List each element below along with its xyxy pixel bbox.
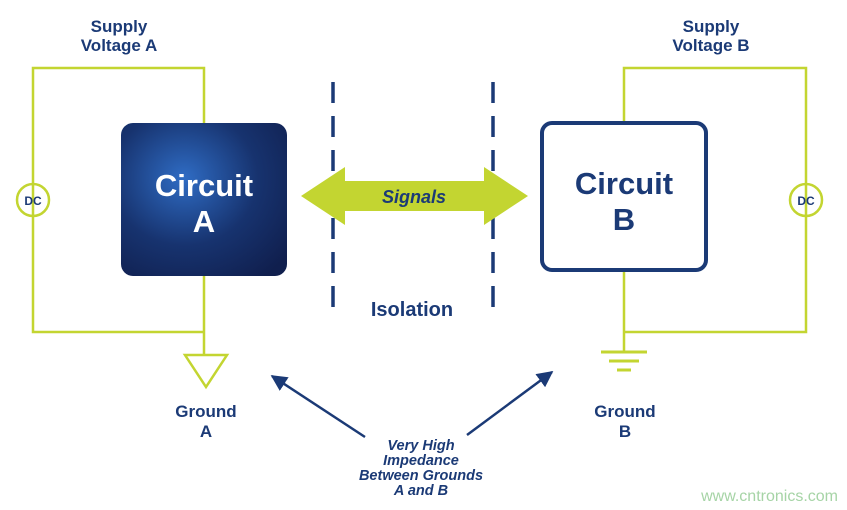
- impedance-note-line1: Very High: [387, 438, 454, 454]
- ground-a-label: Ground A: [175, 402, 236, 441]
- supply-a-wire: [31, 66, 206, 355]
- impedance-arrow-to-ground-b: [466, 370, 554, 437]
- impedance-note: Very High Impedance Between Grounds A an…: [359, 438, 483, 499]
- ground-b-symbol: [601, 350, 647, 372]
- supply-voltage-b-label: Supply Voltage B: [672, 17, 749, 55]
- dc-source-left-icon: [15, 182, 51, 218]
- ground-a-line1: Ground: [175, 402, 236, 421]
- circuit-a-label-line2: A: [193, 204, 215, 239]
- circuit-b-box: [540, 121, 708, 272]
- dc-source-right-icon: [788, 182, 824, 218]
- isolation-label: Isolation: [371, 299, 453, 321]
- dc-source-right-label: DC: [797, 194, 815, 208]
- circuit-b-label-line1: Circuit: [575, 166, 673, 201]
- impedance-note-line3: Between Grounds: [359, 468, 483, 484]
- watermark-text: www.cntronics.com: [700, 488, 838, 505]
- supply-a-line2: Voltage A: [81, 36, 158, 55]
- supply-b-line1: Supply: [683, 17, 740, 36]
- ground-a-line2: A: [200, 422, 212, 441]
- ground-b-line1: Ground: [594, 402, 655, 421]
- supply-b-line2: Voltage B: [672, 36, 749, 55]
- impedance-arrow-to-ground-a: [270, 374, 366, 439]
- dc-source-left-label: DC: [24, 194, 42, 208]
- circuit-b-label-line2: B: [613, 202, 635, 237]
- supply-b-wire: [622, 66, 808, 352]
- ground-a-symbol: [182, 353, 230, 390]
- circuit-a-label-line1: Circuit: [155, 168, 253, 203]
- signals-label: Signals: [382, 187, 446, 207]
- ground-b-line2: B: [619, 422, 631, 441]
- impedance-note-line2: Impedance: [383, 453, 459, 469]
- ground-b-label: Ground B: [594, 402, 655, 441]
- circuit-a-box: [121, 123, 287, 276]
- impedance-note-line4: A and B: [393, 483, 448, 499]
- supply-voltage-a-label: Supply Voltage A: [81, 17, 158, 55]
- signals-arrow: [301, 167, 528, 225]
- supply-a-line1: Supply: [91, 17, 148, 36]
